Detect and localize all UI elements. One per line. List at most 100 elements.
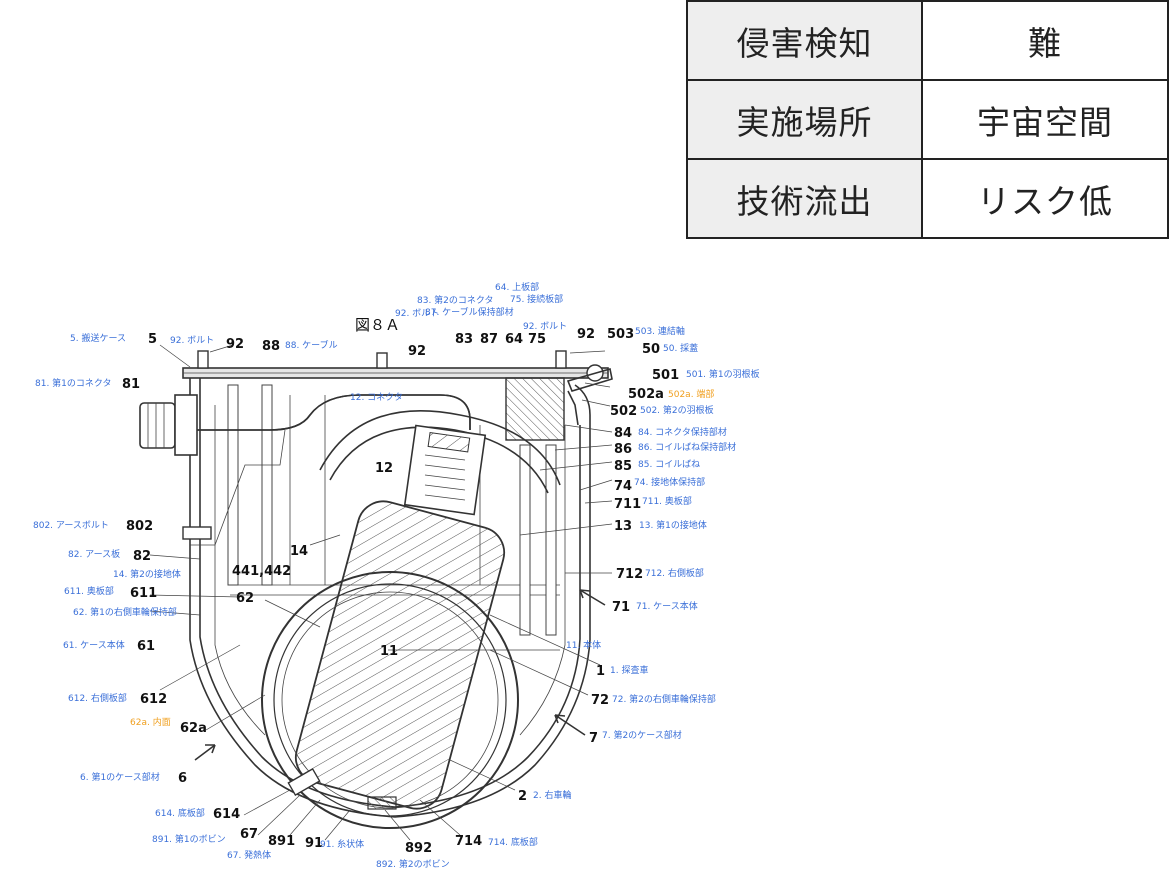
- annotation: 501. 第1の羽根板: [686, 368, 760, 380]
- part-number: 82: [133, 549, 151, 564]
- annotation: 81. 第1のコネクタ: [35, 377, 112, 389]
- part-number: 711: [614, 497, 641, 512]
- part-number: 91: [305, 836, 323, 851]
- annotation: 92. ボルト: [170, 335, 214, 346]
- part-number: 2: [518, 789, 527, 804]
- annotation: 5. 搬送ケース: [70, 332, 126, 344]
- annotation: 502a. 端部: [668, 388, 714, 400]
- connector-holder: [403, 424, 487, 516]
- part-number: 13: [614, 519, 632, 534]
- annotation: 83. 第2のコネクタ: [417, 294, 494, 306]
- bobbins: [287, 767, 397, 810]
- annotation: 82. アース板: [68, 548, 120, 560]
- annotation: 611. 奥板部: [64, 585, 114, 597]
- annotation: 92. ボルト: [523, 321, 567, 332]
- annotation: 712. 右側板部: [645, 567, 704, 579]
- part-number: 64: [505, 332, 523, 347]
- annotation: 71. ケース本体: [636, 600, 698, 612]
- part-number: 892: [405, 841, 432, 856]
- annotation: 72. 第2の右側車輪保持部: [612, 693, 716, 705]
- part-number: 71: [612, 600, 630, 615]
- table-key: 侵害検知: [686, 0, 923, 81]
- part-number: 503: [607, 327, 634, 342]
- annotation: 67. 発熱体: [227, 849, 271, 861]
- annotation: 2. 右車輪: [533, 789, 571, 801]
- annotation: 612. 右側板部: [68, 692, 127, 704]
- part-number: 61: [137, 639, 155, 654]
- part-number: 612: [140, 692, 167, 707]
- case-outline: [189, 378, 591, 818]
- annotation: 11. 本体: [566, 639, 601, 651]
- annotation: 711. 奥板部: [642, 495, 692, 507]
- annotation: 714. 底板部: [488, 836, 538, 848]
- part-number: 714: [455, 834, 482, 849]
- annotation: 1. 探査車: [610, 664, 648, 676]
- table-value: 宇宙空間: [921, 79, 1169, 160]
- part-number: 72: [591, 693, 609, 708]
- annotation: 64. 上板部: [495, 281, 539, 293]
- part-number: 712: [616, 567, 643, 582]
- annotation: 87. ケーブル保持部材: [425, 306, 514, 318]
- part-number: 14: [290, 544, 308, 559]
- annotation: 892. 第2のボビン: [376, 858, 450, 870]
- part-number: 501: [652, 368, 679, 383]
- annotation: 84. コネクタ保持部材: [638, 426, 727, 438]
- annotation: 7. 第2のケース部材: [602, 729, 682, 741]
- annotation: 502. 第2の羽根板: [640, 404, 714, 416]
- part-number: 611: [130, 586, 157, 601]
- top-plate: [182, 367, 609, 379]
- part-number: 11: [380, 644, 398, 659]
- part-number: 1: [596, 664, 605, 679]
- annotation: 802. アースボルト: [33, 520, 109, 531]
- annotation: 13. 第1の接地体: [639, 519, 707, 531]
- arrows: [194, 589, 606, 761]
- figure-title: 図８Ａ: [355, 316, 400, 334]
- annotation: 62. 第1の右側車輪保持部: [73, 606, 177, 618]
- annotation: 91. 糸状体: [320, 838, 364, 850]
- part-number: 614: [213, 807, 240, 822]
- lid-blades: [566, 367, 613, 426]
- annotation: 92. ボルト: [395, 308, 439, 319]
- part-number: 441,442: [232, 564, 291, 579]
- part-number: 67: [240, 827, 258, 842]
- table-row: 技術流出 リスク低: [686, 158, 1169, 239]
- leader-lines: [149, 344, 613, 841]
- part-number: 75: [528, 332, 546, 347]
- annotation: 6. 第1のケース部材: [80, 771, 160, 783]
- part-number: 85: [614, 459, 632, 474]
- annotation: 85. コイルばね: [638, 459, 700, 470]
- annotation: 614. 底板部: [155, 807, 205, 819]
- part-number: 802: [126, 519, 153, 534]
- annotation: 12. コネクタ: [350, 392, 403, 403]
- part-number: 502: [610, 404, 637, 419]
- annotation: 61. ケース本体: [63, 639, 125, 651]
- part-number: 92: [408, 344, 426, 359]
- part-number: 88: [262, 339, 280, 354]
- annotation: 891. 第1のボビン: [152, 833, 226, 845]
- table-value: リスク低: [921, 158, 1169, 239]
- annotation: 14. 第2の接地体: [113, 568, 181, 580]
- part-number: 12: [375, 461, 393, 476]
- annotation: 74. 接地体保持部: [634, 476, 705, 488]
- table-value: 難: [921, 0, 1169, 81]
- part-number: 92: [577, 327, 595, 342]
- part-number: 891: [268, 834, 295, 849]
- annotation: 88. ケーブル: [285, 339, 338, 351]
- part-number: 62a: [180, 721, 207, 736]
- part-number: 50: [642, 342, 660, 357]
- annotation: 62a. 内面: [130, 716, 171, 728]
- annotation: 75. 接続板部: [510, 293, 563, 305]
- part-number: 502a: [628, 387, 664, 402]
- ribs: [227, 384, 557, 636]
- part-number: 92: [226, 337, 244, 352]
- info-table: 侵害検知 難 実施場所 宇宙空間 技術流出 リスク低: [686, 0, 1169, 239]
- part-number: 62: [236, 591, 254, 606]
- connection-plate: [505, 377, 565, 441]
- table-key: 技術流出: [686, 158, 923, 239]
- part-number: 81: [122, 377, 140, 392]
- annotation: 503. 連結軸: [635, 325, 685, 337]
- part-number: 7: [589, 731, 598, 746]
- rover-body: [294, 500, 506, 810]
- table-row: 実施場所 宇宙空間: [686, 79, 1169, 160]
- part-number: 6: [178, 771, 187, 786]
